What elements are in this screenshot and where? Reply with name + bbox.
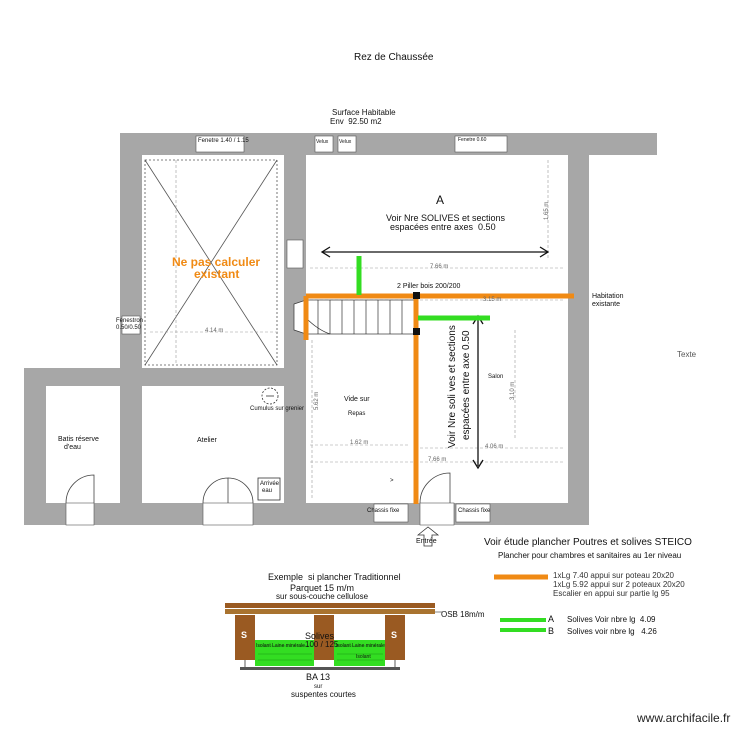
wall-openings: [65, 135, 508, 526]
dimension-label: 1.62 m: [350, 440, 369, 446]
vertical-note-2: espacées entre axe 0.50: [461, 330, 472, 440]
ba13-label: BA 13: [306, 672, 331, 682]
entrance-arrow-icon: [416, 526, 440, 547]
ba13-sur-label: sur: [314, 684, 323, 690]
parquet-label: Parquet 15 m/m: [290, 583, 355, 593]
dimension-label: 3.10 m: [510, 381, 516, 400]
surface-value: Env 92.50 m2: [330, 117, 382, 126]
water-inlet-label-2: eau: [262, 488, 273, 494]
study-subtitle: Plancher pour chambres et sanitaires au …: [498, 551, 682, 560]
legend-orange-line-3: Escalier en appui sur partie lg 95: [553, 589, 670, 598]
joists-dimension: 100 / 125: [305, 640, 339, 649]
fenestron-label: Fenestron: [116, 318, 144, 324]
insulation-label-b: Isolant Laine minérale: [336, 643, 385, 649]
dining-label: Repas: [348, 411, 366, 417]
page-title: Rez de Chaussée: [354, 52, 434, 63]
legend-a-text: Solives Voir nbre lg 4.09: [567, 615, 656, 624]
dimension-label: 1.65 m: [544, 201, 550, 220]
cumulus-label: Cumulus sur grenier: [250, 406, 305, 412]
zone-a-letter: A: [436, 193, 445, 207]
legend-orange-line-1: 1xLg 7.40 appui sur poteau 20x20: [553, 571, 674, 580]
door-arrow-mark: >: [390, 478, 394, 484]
pillar-label: 2 Piller bois 200/200: [397, 283, 461, 290]
window-label-top: Fenetre 1.40 / 1.15: [198, 138, 249, 144]
legend-a-letter: A: [548, 614, 555, 624]
zone-a-text-1: Voir Nre SOLIVES et sections: [386, 213, 506, 223]
fixed-window-a: Chassis fixe: [367, 508, 400, 514]
zone-a-text-2: espacées entre axes 0.50: [390, 222, 496, 232]
insulation-label-a: Isolant Laine minérale: [256, 643, 305, 649]
dimension-label: 7.66 m: [430, 264, 449, 270]
dimension-label: 5.62 m: [314, 391, 320, 410]
insulation-label-c: Isolant: [356, 654, 371, 660]
legend-b-text: Solives voir nbre lg 4.26: [567, 627, 657, 636]
dimension-label: 4.06 m: [485, 444, 504, 450]
door-swings: [65, 472, 451, 504]
osb-label: OSB 18m/m: [441, 610, 485, 619]
pillars: [413, 292, 420, 335]
legend-orange-line-2: 1xLg 5.92 appui sur 2 poteaux 20x20: [553, 580, 685, 589]
span-arrow-vertical: [472, 314, 484, 470]
brand-watermark: www.archifacile.fr: [637, 711, 731, 725]
vertical-note-1: Voir Nre soli ves et sections: [447, 325, 458, 448]
fixed-window-b: Chassis fixe: [458, 508, 491, 514]
joist-marker-s: S: [391, 630, 398, 640]
entrance-label: Entrée: [416, 538, 437, 545]
traditional-floor-section: [225, 603, 442, 670]
window-label-small: Fenetre 0.60: [458, 137, 487, 143]
surface-label: Surface Habitable: [332, 108, 396, 117]
batis-label: Batis réserve: [58, 436, 99, 443]
void-label: Vide sur: [344, 396, 370, 403]
suspension-label: suspentes courtes: [291, 690, 356, 699]
cumulus-icon: [261, 387, 279, 405]
study-title: Voir étude plancher Poutres et solives S…: [484, 537, 692, 548]
water-inlet-box: [257, 477, 281, 501]
batis-label-2: d'eau: [64, 444, 81, 451]
staircase: [293, 299, 415, 335]
dimension-label: 7.66 m: [428, 457, 447, 463]
window-label-b: Velux: [339, 139, 352, 145]
existing-house-label: Habitation: [592, 293, 624, 300]
crossed-room: [144, 159, 278, 366]
joists-label: Solives: [305, 631, 335, 641]
free-text-label: Texte: [677, 350, 697, 359]
dimension-label: 4.14 m: [205, 328, 224, 334]
do-not-calculate-label-2: existant: [194, 267, 240, 281]
span-arrow-horizontal: [320, 246, 550, 258]
legend-swatches: [494, 574, 548, 632]
living-room-label: Salon: [488, 374, 504, 380]
dimension-label: 3.15 m: [483, 297, 502, 303]
water-inlet-label: Arrivée: [260, 481, 280, 487]
traditional-title: Exemple si plancher Traditionnel: [268, 572, 401, 582]
green-joists: [356, 256, 490, 321]
existing-house-label-2: existante: [592, 301, 621, 308]
do-not-calculate-label: Ne pas calculer: [172, 255, 261, 269]
fenestron-dim: 0.50/0.50: [116, 325, 142, 331]
joist-marker-s: S: [241, 630, 248, 640]
legend-b-letter: B: [548, 626, 555, 636]
underlay-label: sur sous-couche cellulose: [276, 592, 369, 601]
workshop-label: Atelier: [197, 437, 217, 444]
window-label-a: Velux: [316, 139, 329, 145]
